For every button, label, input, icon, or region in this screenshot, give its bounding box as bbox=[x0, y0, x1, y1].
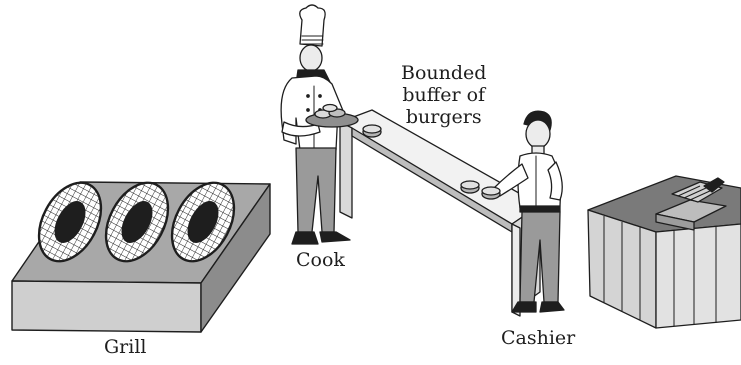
grill-front bbox=[11, 280, 202, 333]
grill-burner-right bbox=[170, 181, 236, 263]
grill-illustration bbox=[11, 181, 271, 333]
buffer-label-line-3: burgers bbox=[405, 105, 482, 128]
cashier-label: Cashier bbox=[501, 327, 576, 349]
buffer-label-line-1: Bounded bbox=[401, 62, 487, 84]
buffer-counter bbox=[339, 109, 541, 317]
grill-burner-middle bbox=[104, 181, 170, 263]
buffer-label: Bounded buffer of burgers bbox=[401, 62, 487, 129]
cashier-figure-icon bbox=[481, 110, 565, 313]
grill-label: Grill bbox=[104, 336, 147, 358]
cook-figure-icon bbox=[280, 4, 382, 245]
burger-icon bbox=[460, 180, 480, 194]
grill-burner-left bbox=[37, 181, 103, 263]
grill-side bbox=[200, 183, 271, 333]
buffer-label-line-2: buffer of bbox=[402, 83, 486, 106]
cook-pants bbox=[295, 147, 337, 233]
cash-register-icon bbox=[587, 175, 741, 329]
cook-label: Cook bbox=[296, 249, 345, 271]
counter-left-end bbox=[339, 121, 353, 219]
